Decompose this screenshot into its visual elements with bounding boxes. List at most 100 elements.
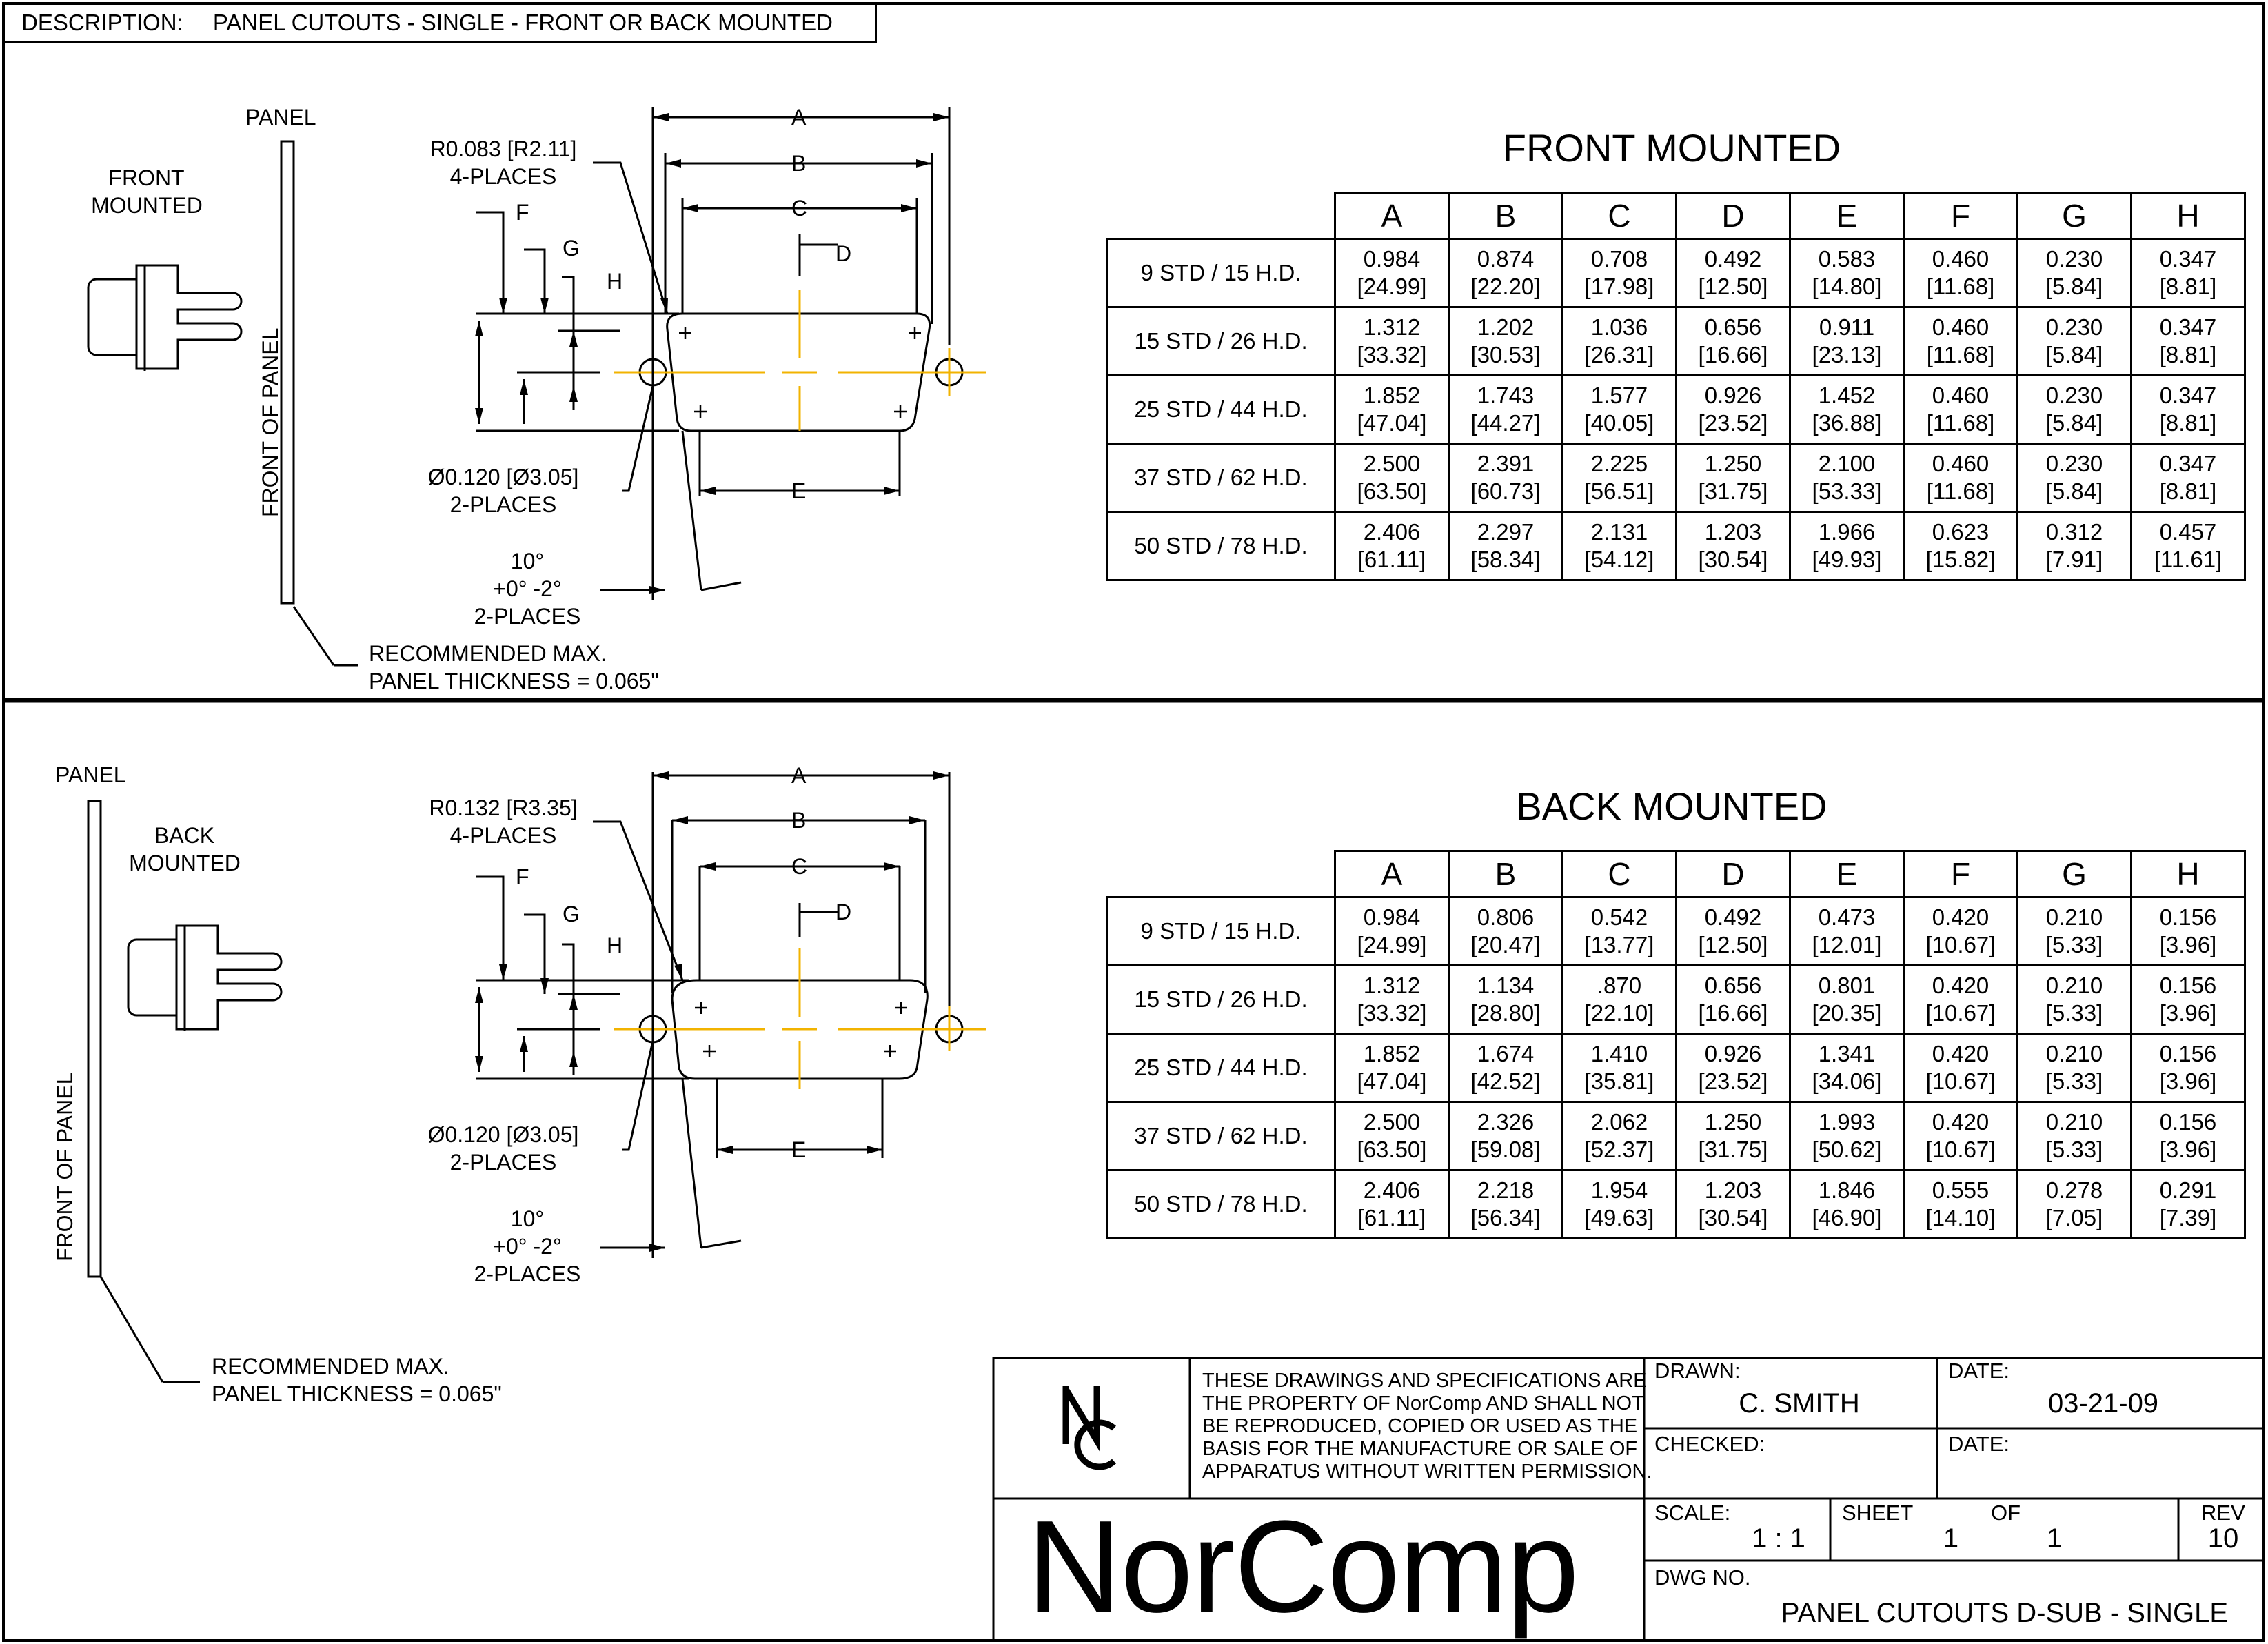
inch-value: 0.210 [2045,1109,2103,1135]
front-mounted-drawing [87,107,986,667]
table-cell: 0.926[23.52] [1675,374,1791,445]
column-header: D [1675,192,1791,240]
inch-value: 2.326 [1477,1109,1535,1135]
legal-notice-2: THE PROPERTY OF NorComp AND SHALL NOT [1202,1392,1644,1414]
of-label: OF [1991,1501,2021,1525]
front-dim-a: A [791,105,807,130]
inch-value: 1.577 [1590,383,1648,408]
mm-value: [5.84] [2045,410,2103,436]
mm-value: [56.51] [1584,478,1654,504]
back-dim-a: A [791,763,807,788]
mm-value: [7.91] [2045,547,2103,572]
inch-value: 1.993 [1818,1109,1876,1135]
table-cell: 0.460[11.68] [1903,306,2018,376]
table-cell: 2.500[63.50] [1334,443,1450,513]
column-header: B [1448,192,1563,240]
checked-date-label: DATE: [1948,1432,2009,1456]
rev-value: 10 [2207,1523,2239,1554]
inch-value: 0.347 [2159,383,2217,408]
inch-value: 0.623 [1932,519,1989,545]
table-cell: 0.210[5.33] [2016,1101,2132,1171]
legal-notice-4: BASIS FOR THE MANUFACTURE OR SALE OF [1202,1438,1638,1460]
mm-value: [14.80] [1812,274,1882,299]
front-hole-note-1: Ø0.120 [Ø3.05] [427,465,579,489]
inch-value: 1.203 [1704,519,1762,545]
mm-value: [14.10] [1925,1205,1996,1230]
inch-value: 1.852 [1363,383,1421,408]
mm-value: [17.98] [1584,274,1654,299]
inch-value: 0.420 [1932,1041,1989,1066]
mm-value: [5.84] [2045,274,2103,299]
table-cell: 2.326[59.08] [1448,1101,1563,1171]
mm-value: [30.54] [1698,1205,1768,1230]
mm-value: [8.81] [2159,342,2217,367]
mm-value: [47.04] [1357,410,1427,436]
table-cell: 0.420[10.67] [1903,896,2018,966]
table-cell: 2.406[61.11] [1334,1169,1450,1239]
mm-value: [3.96] [2159,1000,2217,1026]
back-dim-h: H [607,933,623,958]
rev-label: REV [2201,1501,2245,1525]
mm-value: [54.12] [1584,547,1654,572]
table-cell: 0.460[11.68] [1903,238,2018,308]
inch-value: 1.250 [1704,451,1762,476]
mm-value: [16.66] [1698,1000,1768,1026]
mm-value: [49.63] [1584,1205,1654,1230]
back-connector-icon [127,924,283,1031]
inch-value: 0.156 [2159,904,2217,930]
table-row: 50 STD / 78 H.D.2.406[61.11]2.297[58.34]… [1106,511,2246,581]
table-cell: 1.203[30.54] [1675,511,1791,581]
mm-value: [11.68] [1926,342,1995,367]
inch-value: 1.846 [1818,1177,1876,1203]
back-dim-d: D [836,900,852,924]
table-cell: 0.623[15.82] [1903,511,2018,581]
description-text: PANEL CUTOUTS - SINGLE - FRONT OR BACK M… [212,10,833,35]
table-cell: 1.341[34.06] [1789,1033,1905,1103]
front-panel-plate [280,140,295,605]
inch-value: 0.460 [1932,451,1989,476]
table-cell: 1.993[50.62] [1789,1101,1905,1171]
table-cell: 0.492[12.50] [1675,238,1791,308]
mm-value: [31.75] [1698,1137,1768,1162]
mm-value: [10.67] [1925,1137,1996,1162]
inch-value: 0.492 [1704,904,1762,930]
back-radius-note-2: 4-PLACES [449,823,557,848]
inch-value: 2.406 [1363,1177,1421,1203]
inch-value: 2.062 [1590,1109,1648,1135]
table-row: 37 STD / 62 H.D.2.500[63.50]2.326[59.08]… [1106,1101,2246,1171]
inch-value: 0.874 [1477,246,1535,272]
dwg-no-label: DWG NO. [1654,1565,1751,1590]
inch-value: 1.674 [1477,1041,1535,1066]
table-cell: 1.966[49.93] [1789,511,1905,581]
back-dim-g: G [563,902,580,926]
inch-value: 0.347 [2159,246,2217,272]
checked-label: CHECKED: [1654,1432,1765,1456]
inch-value: 0.460 [1932,383,1989,408]
inch-value: 2.225 [1590,451,1648,476]
inch-value: 0.926 [1704,383,1762,408]
mm-value: [33.32] [1357,1000,1427,1026]
column-header: G [2016,850,2132,898]
table-cell: 0.420[10.67] [1903,1033,2018,1103]
inch-value: 0.984 [1363,904,1421,930]
mm-value: [13.77] [1584,932,1654,957]
inch-value: 1.134 [1477,973,1535,998]
mm-value: [60.73] [1470,478,1541,504]
row-label: 15 STD / 26 H.D. [1106,964,1336,1035]
table-cell: 2.406[61.11] [1334,511,1450,581]
table-row: 37 STD / 62 H.D.2.500[63.50]2.391[60.73]… [1106,443,2246,513]
table-cell: 0.156[3.96] [2130,964,2246,1035]
back-hole-note-2: 2-PLACES [449,1150,557,1175]
table-cell: 0.347[8.81] [2130,238,2246,308]
front-angle-note-1: 10° [510,549,545,574]
inch-value: 0.492 [1704,246,1762,272]
mm-value: [26.31] [1584,342,1654,367]
mm-value: [8.81] [2159,478,2217,504]
mm-value: [3.96] [2159,932,2217,957]
back-mount-label-2: MOUNTED [129,851,241,875]
mm-value: [56.34] [1470,1205,1541,1230]
table-cell: 2.131[54.12] [1561,511,1677,581]
mm-value: [23.52] [1698,1068,1768,1094]
